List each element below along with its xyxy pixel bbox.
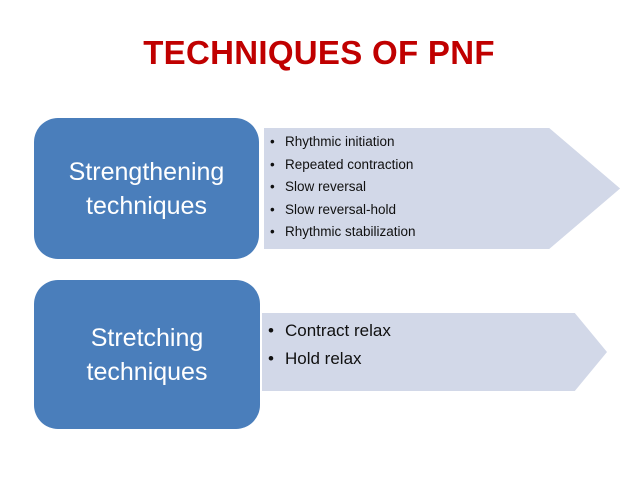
- page-title: TECHNIQUES OF PNF: [143, 34, 495, 71]
- list-item: Rhythmic stabilization: [268, 221, 416, 244]
- list-item: Rhythmic initiation: [268, 131, 416, 154]
- label-line-1: Strengthening: [68, 157, 225, 186]
- label-line-1: Stretching: [90, 323, 204, 352]
- label-box-strengthening: Strengthening techniques: [34, 118, 259, 259]
- label-line-2: techniques: [86, 357, 208, 386]
- list-item: Hold relax: [266, 345, 391, 373]
- list-item: Slow reversal-hold: [268, 199, 416, 222]
- label-line-2: techniques: [86, 191, 207, 220]
- label-box-strengthening-text: Strengthening techniques: [69, 155, 225, 223]
- bullet-list-stretching: Contract relax Hold relax: [266, 317, 391, 373]
- list-item: Slow reversal: [268, 176, 416, 199]
- list-item: Repeated contraction: [268, 154, 416, 177]
- label-box-stretching-text: Stretching techniques: [87, 321, 208, 389]
- list-item: Contract relax: [266, 317, 391, 345]
- bullet-list-strengthening: Rhythmic initiation Repeated contraction…: [268, 131, 416, 244]
- label-box-stretching: Stretching techniques: [34, 280, 260, 429]
